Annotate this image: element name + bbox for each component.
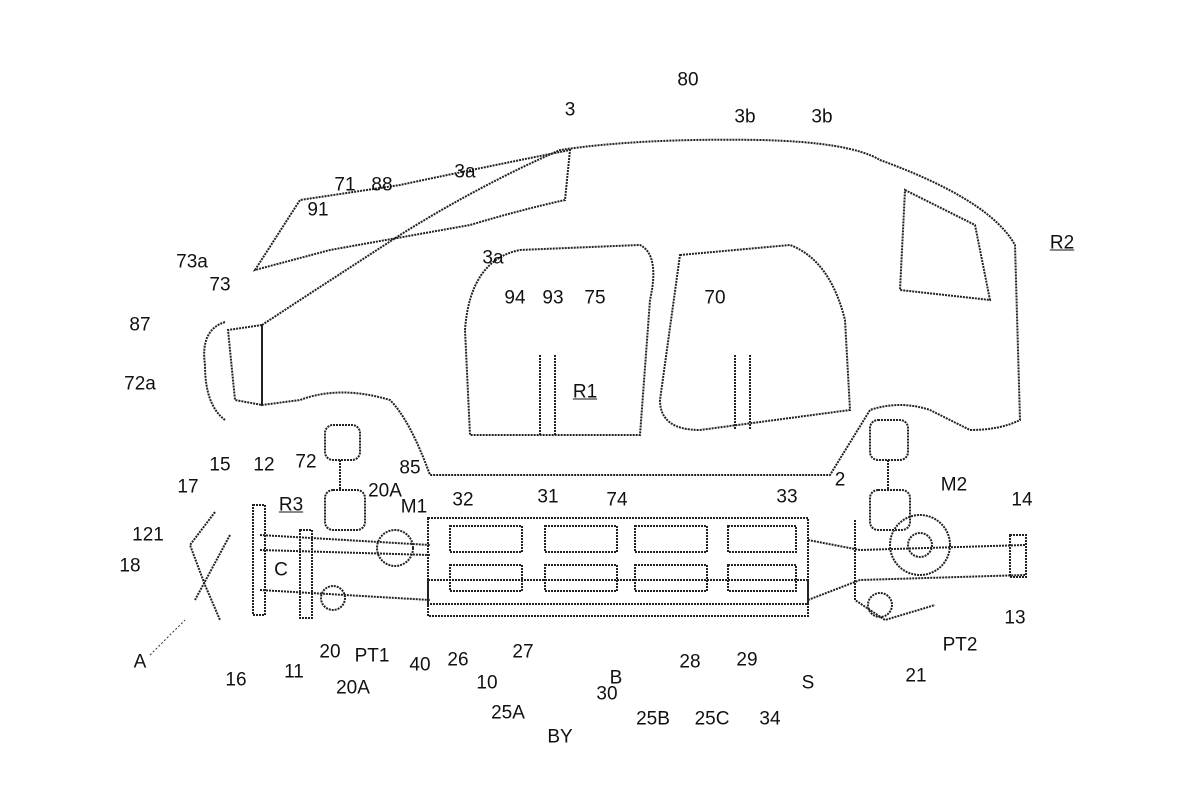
reference-label: 11 [284, 661, 304, 683]
reference-label: 16 [225, 669, 247, 691]
hood-panel [252, 148, 572, 272]
reference-label: 2 [834, 469, 846, 491]
reference-label: 29 [736, 649, 758, 671]
reference-label: 3a [482, 247, 504, 269]
reference-label: PT1 [354, 645, 390, 667]
reference-label: BY [547, 726, 573, 748]
reference-label: 15 [209, 454, 231, 476]
reference-label: 72 [295, 451, 317, 473]
reference-label: 3b [734, 106, 756, 128]
reference-label: 20 [319, 641, 341, 663]
front-damper-upper [324, 424, 361, 461]
reference-label: 3 [564, 99, 576, 121]
front-motor-m1 [376, 529, 414, 567]
rear-motor-m2 [889, 514, 951, 576]
reference-label: 12 [253, 454, 275, 476]
rear-door-window [658, 243, 852, 432]
rear-quarter-window [898, 188, 992, 302]
reference-label: A [133, 651, 147, 673]
reference-label: R1 [572, 381, 598, 403]
reference-label: B [609, 667, 623, 689]
front-damper [324, 489, 366, 531]
reference-label: 74 [606, 489, 628, 511]
reference-label: 34 [759, 708, 781, 730]
front-bumper [203, 321, 226, 421]
reference-label: 91 [307, 199, 329, 221]
battery-frame [427, 517, 809, 617]
rear-damper [869, 489, 911, 531]
reference-label: 26 [447, 649, 469, 671]
reference-label: 121 [132, 524, 164, 546]
reference-label: 32 [452, 489, 474, 511]
reference-label: 25A [491, 702, 525, 724]
reference-label: 73a [176, 251, 208, 273]
reference-label: 20A [368, 480, 402, 502]
reference-label: 87 [129, 314, 151, 336]
reference-label: 10 [476, 672, 498, 694]
front-opening [226, 323, 263, 407]
reference-label: 93 [542, 287, 564, 309]
rear-damper-upper [869, 419, 909, 461]
reference-label: 25C [694, 708, 730, 730]
reference-label: 30 [596, 683, 618, 705]
reference-label: 28 [679, 651, 701, 673]
reference-label: 75 [584, 287, 606, 309]
reference-label: 13 [1004, 607, 1026, 629]
reference-label: PT2 [942, 634, 978, 656]
reference-label: 3b [811, 106, 833, 128]
reference-label: 94 [504, 287, 526, 309]
reference-label: S [801, 672, 815, 694]
reference-label: 33 [776, 486, 798, 508]
rear-frame-rails [807, 539, 1026, 601]
reference-label: 14 [1011, 489, 1033, 511]
reference-label: 20A [336, 677, 370, 699]
reference-label: M1 [400, 496, 428, 518]
reference-label: 18 [119, 555, 141, 577]
reference-label: 72a [124, 373, 156, 395]
reference-label: 27 [512, 641, 534, 663]
reference-label: 71 [334, 174, 356, 196]
reference-label: M2 [940, 474, 968, 496]
front-door-window [463, 243, 655, 436]
floor-pillar [539, 355, 751, 435]
reference-label: R2 [1049, 232, 1075, 254]
battery-cells [449, 525, 797, 592]
reference-label: 70 [704, 287, 726, 309]
reference-label: 25B [636, 708, 670, 730]
reference-label: 88 [371, 174, 393, 196]
front-frame-rails [194, 534, 431, 601]
reference-label: 85 [399, 457, 421, 479]
reference-label: 3a [454, 161, 476, 183]
reference-label: 17 [177, 476, 199, 498]
front-bumper-beam [188, 511, 221, 621]
reference-label: 31 [537, 486, 559, 508]
reference-label: 40 [409, 654, 431, 676]
reference-label: 73 [209, 274, 231, 296]
reference-label: C [274, 559, 288, 581]
reference-label: 21 [905, 665, 927, 687]
arrow-a [149, 619, 186, 656]
reference-label: 80 [677, 69, 699, 91]
reference-label: R3 [278, 494, 304, 516]
